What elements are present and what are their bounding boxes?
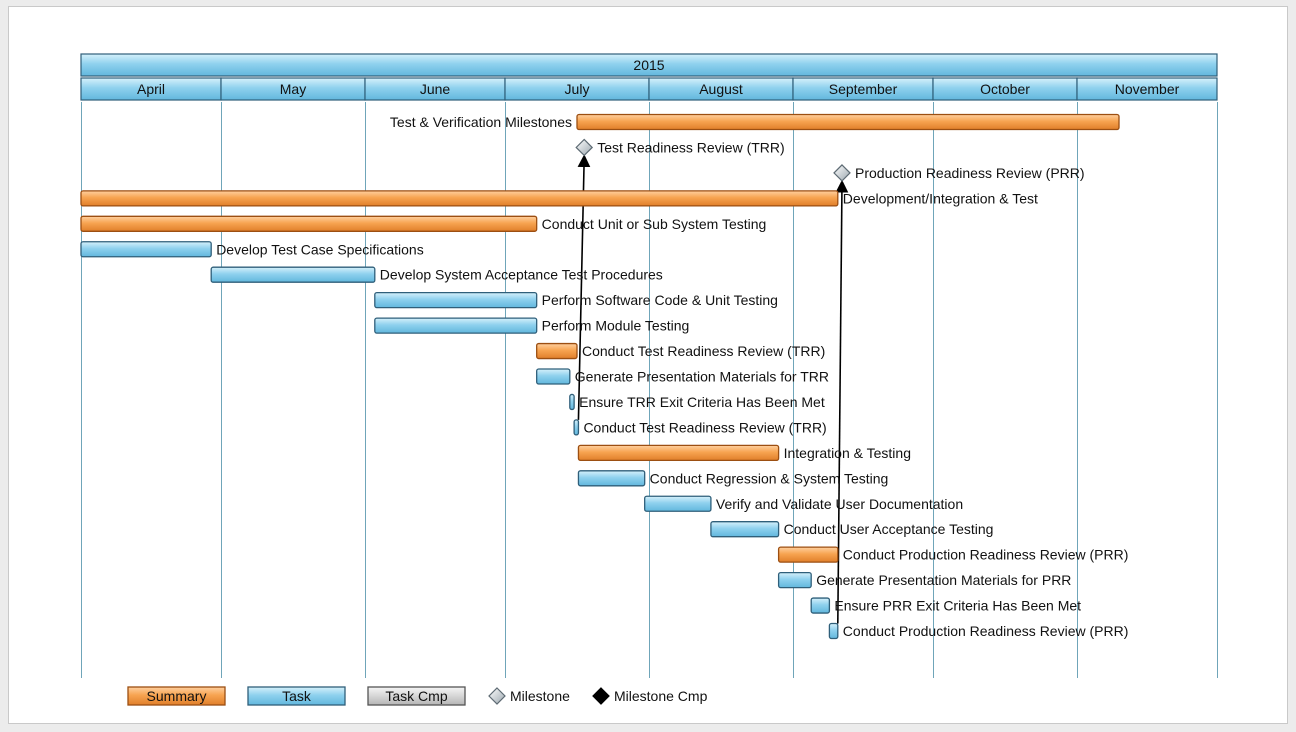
task-label: Perform Software Code & Unit Testing (542, 292, 778, 308)
task-bar[interactable] (644, 495, 712, 512)
milestone-label: Production Readiness Review (PRR) (855, 165, 1085, 181)
task-bar[interactable] (374, 317, 538, 334)
task-label: Conduct User Acceptance Testing (784, 521, 994, 537)
month-label: October (980, 81, 1030, 97)
month-label: November (1115, 81, 1180, 97)
summary-bar[interactable] (80, 190, 839, 207)
task-label: Conduct Test Readiness Review (TRR) (583, 419, 826, 435)
task-label: Ensure TRR Exit Criteria Has Been Met (579, 394, 825, 410)
summary-bar[interactable] (576, 113, 1120, 131)
summary-bar[interactable] (777, 546, 839, 563)
legend-label: Milestone Cmp (614, 688, 708, 704)
task-bar[interactable] (777, 571, 812, 589)
milestone-marker[interactable] (575, 138, 594, 157)
task-bar[interactable] (828, 622, 839, 640)
legend: Summary Task Task Cmp Milestone Milestone Cm… (127, 686, 708, 706)
legend-label: Summary (147, 688, 207, 704)
month-label: June (420, 81, 451, 97)
task-bar[interactable] (80, 241, 212, 258)
month-label: May (280, 81, 306, 97)
legend-swatch (247, 686, 346, 706)
task-label: Generate Presentation Materials for PRR (816, 572, 1071, 588)
month-label: August (699, 81, 743, 97)
task-label: Integration & Testing (784, 445, 911, 461)
milestone-label: Test Readiness Review (TRR) (597, 139, 785, 155)
legend-label: Task Cmp (385, 688, 447, 704)
task-bar[interactable] (374, 291, 538, 309)
task-label: Conduct Test Readiness Review (TRR) (582, 343, 825, 359)
legend-swatch (367, 686, 466, 706)
task-label: Perform Module Testing (542, 318, 690, 334)
task-label: Test & Verification Milestones (390, 114, 572, 130)
task-label: Develop System Acceptance Test Procedure… (380, 267, 663, 283)
month-label: September (829, 81, 898, 97)
task-label: Conduct Production Readiness Review (PRR… (843, 547, 1129, 563)
task-bar[interactable] (210, 266, 376, 283)
month-header-cell (1076, 77, 1218, 101)
task-bar[interactable] (577, 470, 646, 487)
task-bar[interactable] (710, 521, 780, 538)
month-label: April (137, 81, 165, 97)
task-label: Generate Presentation Materials for TRR (575, 369, 829, 385)
month-label: July (565, 81, 590, 97)
year-label: 2015 (633, 57, 664, 73)
task-bar[interactable] (569, 393, 575, 411)
summary-bar[interactable] (577, 444, 780, 462)
gridlines (81, 102, 1218, 678)
task-label: Conduct Regression & System Testing (650, 470, 889, 486)
legend-swatch (488, 687, 506, 705)
year-header-cell (80, 53, 1218, 77)
task-label: Ensure PRR Exit Criteria Has Been Met (834, 598, 1081, 614)
legend-swatch (592, 687, 610, 705)
summary-bar[interactable] (536, 342, 578, 360)
task-bar[interactable] (573, 419, 580, 436)
dependency-arrow (835, 179, 849, 624)
task-bar[interactable] (810, 597, 831, 614)
task-label: Conduct Unit or Sub System Testing (542, 216, 767, 232)
milestone-marker[interactable] (833, 164, 851, 182)
task-label: Develop Test Case Specifications (216, 241, 424, 257)
summary-bar[interactable] (80, 215, 538, 232)
task-label: Conduct Production Readiness Review (PRR… (843, 623, 1129, 639)
legend-swatch (127, 686, 226, 706)
task-bar[interactable] (536, 368, 571, 385)
legend-label: Milestone (510, 688, 570, 704)
task-label: Development/Integration & Test (843, 190, 1038, 206)
legend-label: Task (282, 688, 312, 704)
task-label: Verify and Validate User Documentation (716, 496, 963, 512)
